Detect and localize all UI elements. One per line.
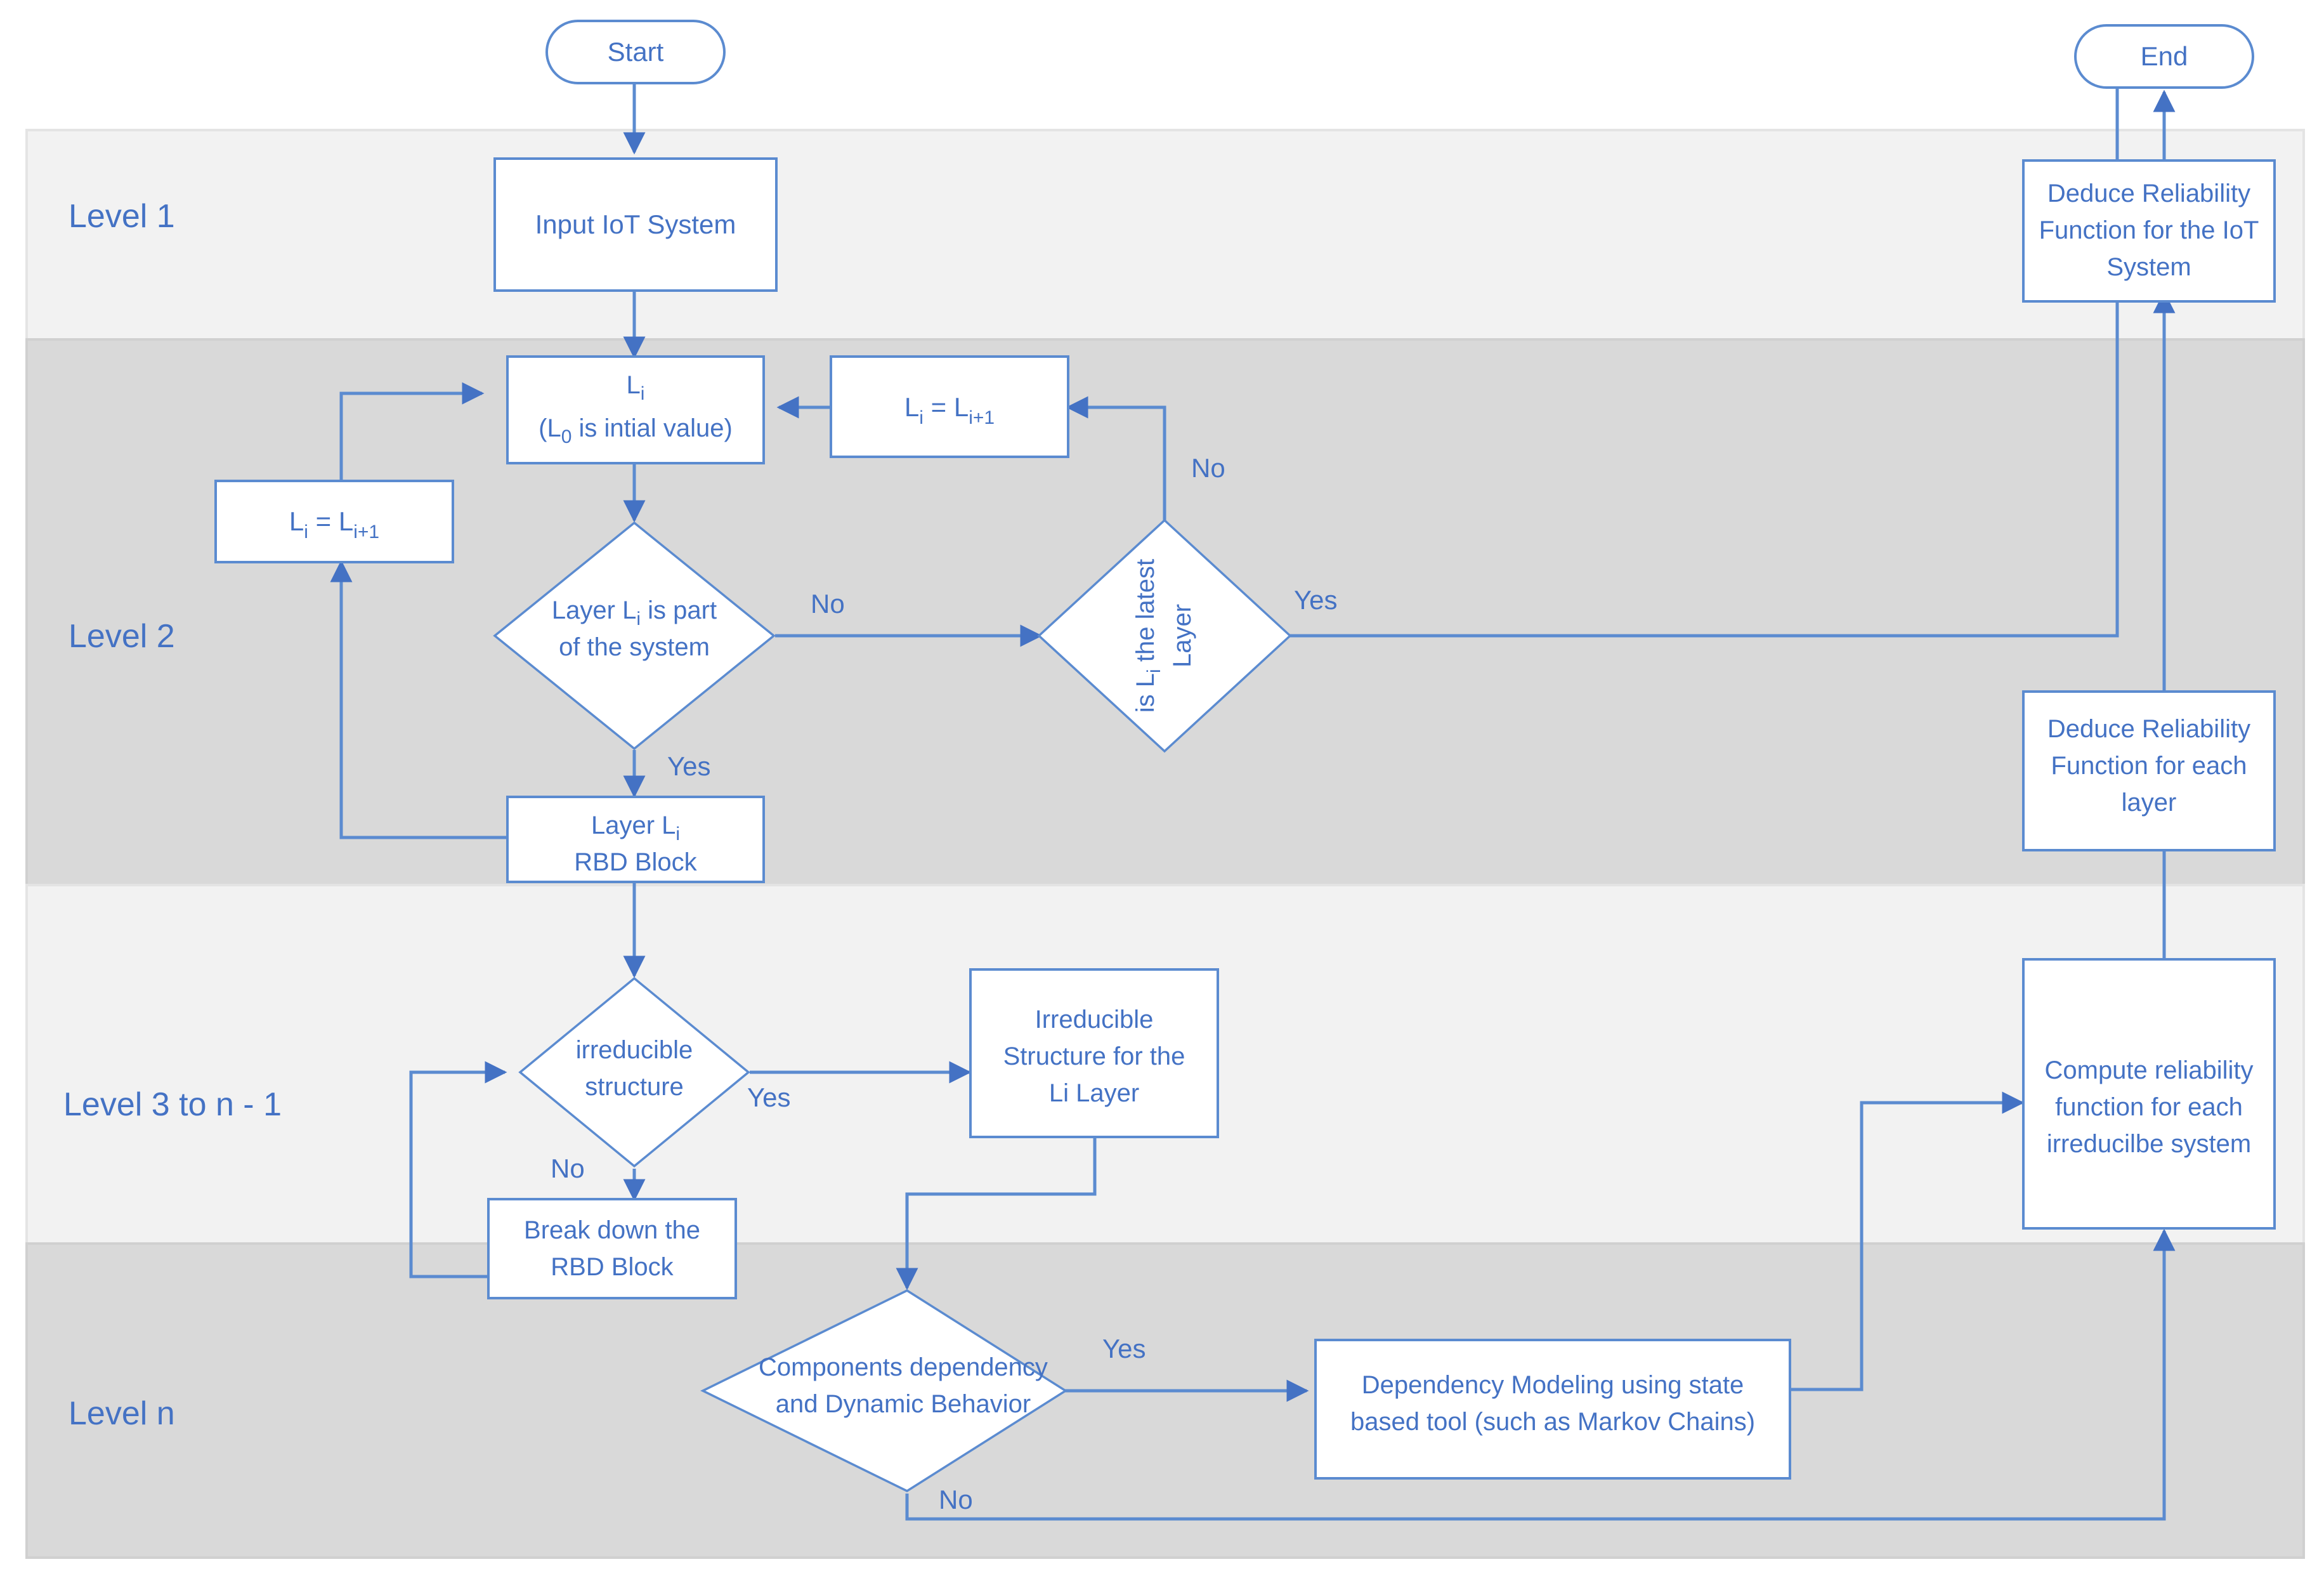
node-layer-is-part-decision[interactable]: Layer Li is part of the system xyxy=(493,521,776,751)
edge-components-no-to-compute xyxy=(905,1228,2176,1521)
node-irreducible-structure-decision[interactable]: irreducible structure xyxy=(518,976,750,1168)
node-depmodel-line2: based tool (such as Markov Chains) xyxy=(1350,1408,1755,1436)
node-is-latest-layer-line2: Layer xyxy=(1168,604,1196,667)
node-is-latest-layer-line1: is Li the latest xyxy=(1132,559,1165,713)
node-deduceiot-line1: Deduce Reliability xyxy=(2047,180,2250,207)
node-compute-line3: irreducilbe system xyxy=(2047,1130,2251,1158)
edge-break-to-irreducible xyxy=(409,1061,507,1278)
node-compute-line2: function for each xyxy=(2055,1093,2243,1121)
node-breakdown-line1: Break down the xyxy=(524,1216,700,1244)
node-is-latest-layer-decision[interactable]: is Li the latest Layer xyxy=(1037,518,1292,753)
band-level-n xyxy=(25,1242,2305,1559)
node-irr-struct-line2: Structure for the xyxy=(1003,1042,1185,1070)
node-components-dependency-decision[interactable]: Components dependency and Dynamic Behavi… xyxy=(700,1289,1068,1493)
node-end[interactable]: End xyxy=(2074,24,2254,89)
node-li-assign-left[interactable]: Li = Li+1 xyxy=(214,480,454,563)
node-li-assign-right-label: Li = Li+1 xyxy=(904,392,995,428)
node-irr-struct-line3: Li Layer xyxy=(1049,1079,1139,1107)
node-layer-is-part-line1: Layer Li is part xyxy=(552,596,717,629)
node-compute-line1: Compute reliability xyxy=(2044,1056,2253,1084)
band-label-level-1: Level 1 xyxy=(69,198,175,235)
node-components-line2: and Dynamic Behavior xyxy=(776,1390,1031,1418)
band-label-level-2: Level 2 xyxy=(69,618,175,655)
edge-labels: No Yes No Yes Yes No Yes No xyxy=(551,453,1338,1514)
node-layer-rbd-block[interactable]: Layer Li RBD Block xyxy=(506,796,765,883)
edge-latest-no-to-assign xyxy=(1066,396,1166,520)
node-li-current[interactable]: Li (L0 is intial value) xyxy=(506,355,765,464)
node-components-line1: Components dependency xyxy=(759,1353,1048,1381)
edge-label-yes-irreducible: Yes xyxy=(747,1082,791,1112)
edge-label-no-dependency: No xyxy=(939,1485,973,1514)
edge-label-yes-layer-part: Yes xyxy=(667,751,711,781)
node-layer-is-part-line2: of the system xyxy=(559,633,710,661)
node-irreducible-line1: irreducible xyxy=(576,1036,693,1064)
level-bands: Level 1 Level 2 Level 3 to n - 1 Level n xyxy=(25,129,2305,1559)
node-deduce-each-layer[interactable]: Deduce Reliability Function for each lay… xyxy=(2022,690,2276,851)
node-li-current-line2: (L0 is intial value) xyxy=(539,414,733,447)
edge-assignleft-to-li xyxy=(339,382,485,499)
node-deducelayer-line1: Deduce Reliability xyxy=(2047,715,2250,743)
edge-label-yes-dependency: Yes xyxy=(1102,1334,1146,1363)
node-li-current-line1: Li xyxy=(627,371,645,404)
node-irreducible-structure-li-layer[interactable]: Irreducible Structure for the Li Layer xyxy=(969,968,1219,1138)
edge-label-no-latest-layer: No xyxy=(1191,453,1225,483)
node-deducelayer-line3: layer xyxy=(2122,789,2177,817)
edge-rbd-to-assignleft xyxy=(330,560,507,839)
node-breakdown-line2: RBD Block xyxy=(551,1253,674,1281)
node-compute-reliability[interactable]: Compute reliability function for each ir… xyxy=(2022,958,2276,1230)
node-input-iot-system[interactable]: Input IoT System xyxy=(493,157,778,292)
node-irreducible-line2: structure xyxy=(585,1073,684,1101)
node-li-assign-left-label: Li = Li+1 xyxy=(289,506,379,542)
node-input-iot-label: Input IoT System xyxy=(535,209,736,239)
band-label-level-n: Level n xyxy=(69,1395,175,1432)
node-depmodel-line1: Dependency Modeling using state xyxy=(1362,1371,1744,1399)
node-layer-rbd-line1: Layer Li xyxy=(591,811,680,844)
node-dependency-modeling[interactable]: Dependency Modeling using state based to… xyxy=(1314,1339,1791,1480)
node-break-down-rbd-block[interactable]: Break down the RBD Block xyxy=(487,1198,737,1299)
band-label-level-3: Level 3 to n - 1 xyxy=(63,1086,282,1123)
node-layer-rbd-line2: RBD Block xyxy=(574,848,697,876)
edge-label-no-irreducible: No xyxy=(551,1153,585,1183)
node-deduceiot-line2: Function for the IoT xyxy=(2039,216,2259,244)
node-start-label: Start xyxy=(608,37,664,67)
node-start[interactable]: Start xyxy=(545,20,726,84)
edge-label-yes-latest-layer: Yes xyxy=(1294,585,1338,615)
node-irr-struct-line1: Irreducible xyxy=(1035,1006,1154,1034)
node-end-label: End xyxy=(2141,41,2188,71)
edge-label-no-layer-part: No xyxy=(811,589,845,619)
edge-struct-to-components xyxy=(896,1137,1097,1291)
node-li-assign-right[interactable]: Li = Li+1 xyxy=(830,355,1069,458)
node-deducelayer-line2: Function for each xyxy=(2051,752,2247,780)
edge-dep-to-compute xyxy=(1789,1091,2025,1391)
node-deduce-iot-system[interactable]: Deduce Reliability Function for the IoT … xyxy=(2022,159,2276,303)
band-level-1 xyxy=(25,129,2305,341)
node-deduceiot-line3: System xyxy=(2106,253,2191,281)
